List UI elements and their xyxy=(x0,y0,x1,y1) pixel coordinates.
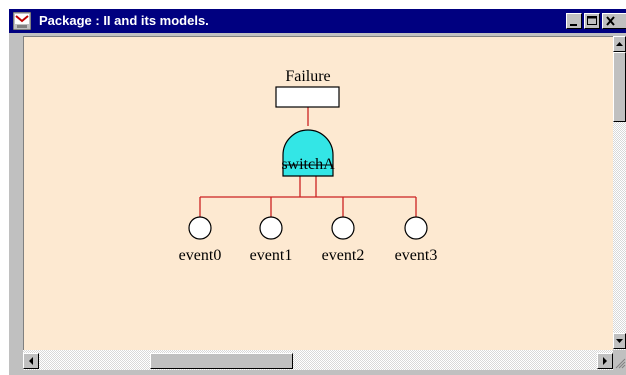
app-window-icon[interactable] xyxy=(13,12,31,30)
connector-lines xyxy=(199,107,417,217)
scroll-up-button[interactable] xyxy=(613,36,626,52)
scroll-right-button[interactable] xyxy=(597,353,613,369)
maximize-icon xyxy=(587,16,597,25)
arrow-down-icon xyxy=(616,339,623,343)
top-event-box[interactable] xyxy=(275,86,340,108)
event1-circle[interactable] xyxy=(259,216,283,240)
event0-circle[interactable] xyxy=(188,216,212,240)
window-title: Package : II and its models. xyxy=(39,13,209,28)
vertical-scrollbar[interactable] xyxy=(613,36,626,353)
scroll-left-button[interactable] xyxy=(23,353,39,369)
horizontal-scroll-thumb[interactable] xyxy=(150,353,293,369)
package-window: Package : II and its models. F xyxy=(9,9,626,375)
event3-circle[interactable] xyxy=(404,216,428,240)
arrow-right-icon xyxy=(603,357,607,365)
arrow-left-icon xyxy=(29,357,33,365)
top-event-label: Failure xyxy=(285,68,330,85)
minimize-button[interactable] xyxy=(566,13,582,29)
title-bar[interactable]: Package : II and its models. xyxy=(9,9,626,33)
event2-circle[interactable] xyxy=(331,216,355,240)
close-button[interactable] xyxy=(602,13,626,29)
event0-label: event0 xyxy=(179,247,222,264)
resize-grip[interactable] xyxy=(613,350,626,370)
fault-tree-diagram: Failure switchA event0 event1 event2 eve… xyxy=(179,68,438,264)
arrow-up-icon xyxy=(616,42,623,46)
event2-label: event2 xyxy=(322,247,365,264)
minimize-icon xyxy=(570,24,577,26)
gate-label: switchA xyxy=(281,156,335,173)
resize-grip-icon xyxy=(615,358,626,369)
event3-label: event3 xyxy=(395,247,438,264)
vertical-scroll-thumb[interactable] xyxy=(613,52,626,122)
horizontal-scrollbar[interactable] xyxy=(23,350,613,370)
close-icon xyxy=(606,16,615,26)
diagram-canvas[interactable]: Failure switchA event0 event1 event2 eve… xyxy=(23,36,614,351)
scroll-down-button[interactable] xyxy=(613,333,626,349)
event1-label: event1 xyxy=(250,247,293,264)
maximize-button[interactable] xyxy=(584,13,600,29)
